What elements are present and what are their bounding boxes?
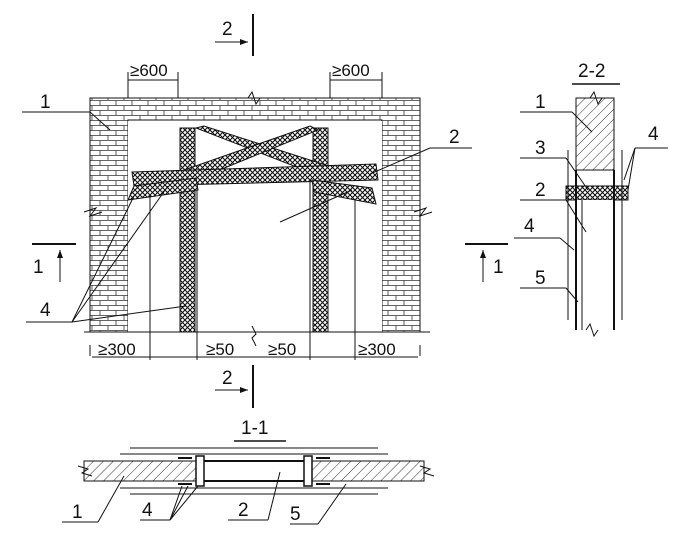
dim-300-left: ≥300 [98,340,136,359]
callout-2: 2 [279,127,472,223]
callout-label-1: 1 [40,92,51,113]
s11-label-1: 1 [72,502,83,523]
s22-label-2: 2 [535,180,546,201]
mesh-strip-left [127,177,199,201]
wall-section-top [575,97,615,171]
section-mark-left: 1 [32,243,76,282]
s22-label-1: 1 [535,92,546,113]
dim-top-left: ≥600 [127,61,179,128]
s22-label-4-bottom: 4 [524,216,535,237]
s11-label-5: 5 [290,504,301,525]
section-2-2-view: 2-2 1 1 3 4 2 4 [465,61,668,338]
mesh-post-left [179,127,196,333]
section-mark-label: 2 [222,19,233,40]
mesh-strip-right [311,179,377,205]
wall-section-right [307,460,425,482]
section-1-1-view: 1-1 1 4 2 5 [62,418,435,525]
section-mark-label-bottom: 2 [222,368,233,389]
dim-600-right: ≥600 [332,61,370,80]
dim-600-left: ≥600 [130,61,168,80]
callout-label-2: 2 [449,127,460,148]
callout-1: 1 [22,92,111,131]
dim-300-right: ≥300 [358,340,396,359]
section-mark-1-label: 1 [33,257,44,278]
section-mark-bottom: 2 [215,365,254,408]
callout-label-4: 4 [40,300,51,321]
section-mark-1-right-label: 1 [493,257,504,278]
s22-label-5: 5 [535,268,546,289]
callout-4: 4 [26,185,187,323]
s22-label-4-top: 4 [648,124,659,145]
mesh-post-right [312,127,329,333]
section-1-1-title: 1-1 [241,418,268,439]
dim-50-right: ≥50 [268,340,296,359]
elevation-view: 2 ≥600 ≥600 [22,14,472,408]
s11-label-4: 4 [142,500,153,521]
s22-label-3: 3 [535,138,546,159]
wall-section-left [83,460,201,482]
section-2-2-title: 2-2 [578,61,605,82]
dim-50-left: ≥50 [206,340,234,359]
section-mark-top: 2 [215,14,254,56]
dims-bottom: ≥300 ≥50 ≥50 ≥300 [98,340,396,359]
s11-label-2: 2 [238,500,249,521]
